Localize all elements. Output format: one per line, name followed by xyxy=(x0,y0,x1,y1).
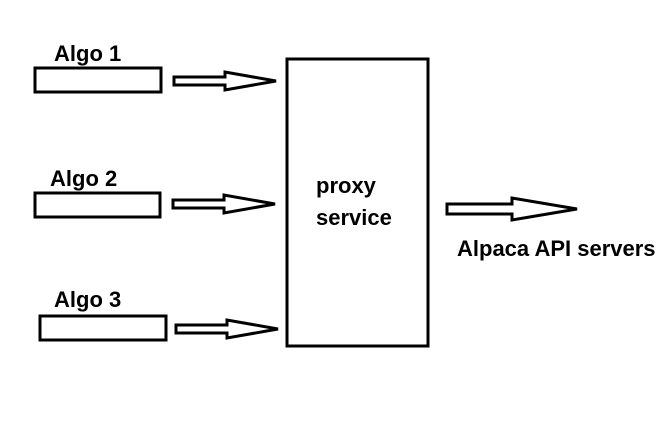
algo-3-box xyxy=(38,314,168,342)
output-arrow xyxy=(445,196,578,222)
proxy-service-label-line-2: service xyxy=(316,205,392,230)
proxy-service-label-line-1: proxy xyxy=(316,173,377,198)
algo-1-node: Algo 1 xyxy=(33,41,163,94)
alpaca-api-servers-label: Alpaca API servers xyxy=(457,236,656,261)
algo-3-arrow xyxy=(174,318,279,340)
algo-2-node: Algo 2 xyxy=(33,166,162,219)
algo-2-label: Algo 2 xyxy=(50,166,117,191)
algo-3-node: Algo 3 xyxy=(38,287,168,342)
algo-1-label: Algo 1 xyxy=(54,41,121,66)
algo-1-arrow xyxy=(172,70,277,92)
algo-3-label: Algo 3 xyxy=(54,287,121,312)
algo-2-box xyxy=(33,191,162,219)
algo-1-box xyxy=(33,66,163,94)
algo-2-arrow xyxy=(171,193,276,215)
proxy-service-node: proxy service xyxy=(285,57,430,348)
proxy-service-box xyxy=(285,57,430,348)
